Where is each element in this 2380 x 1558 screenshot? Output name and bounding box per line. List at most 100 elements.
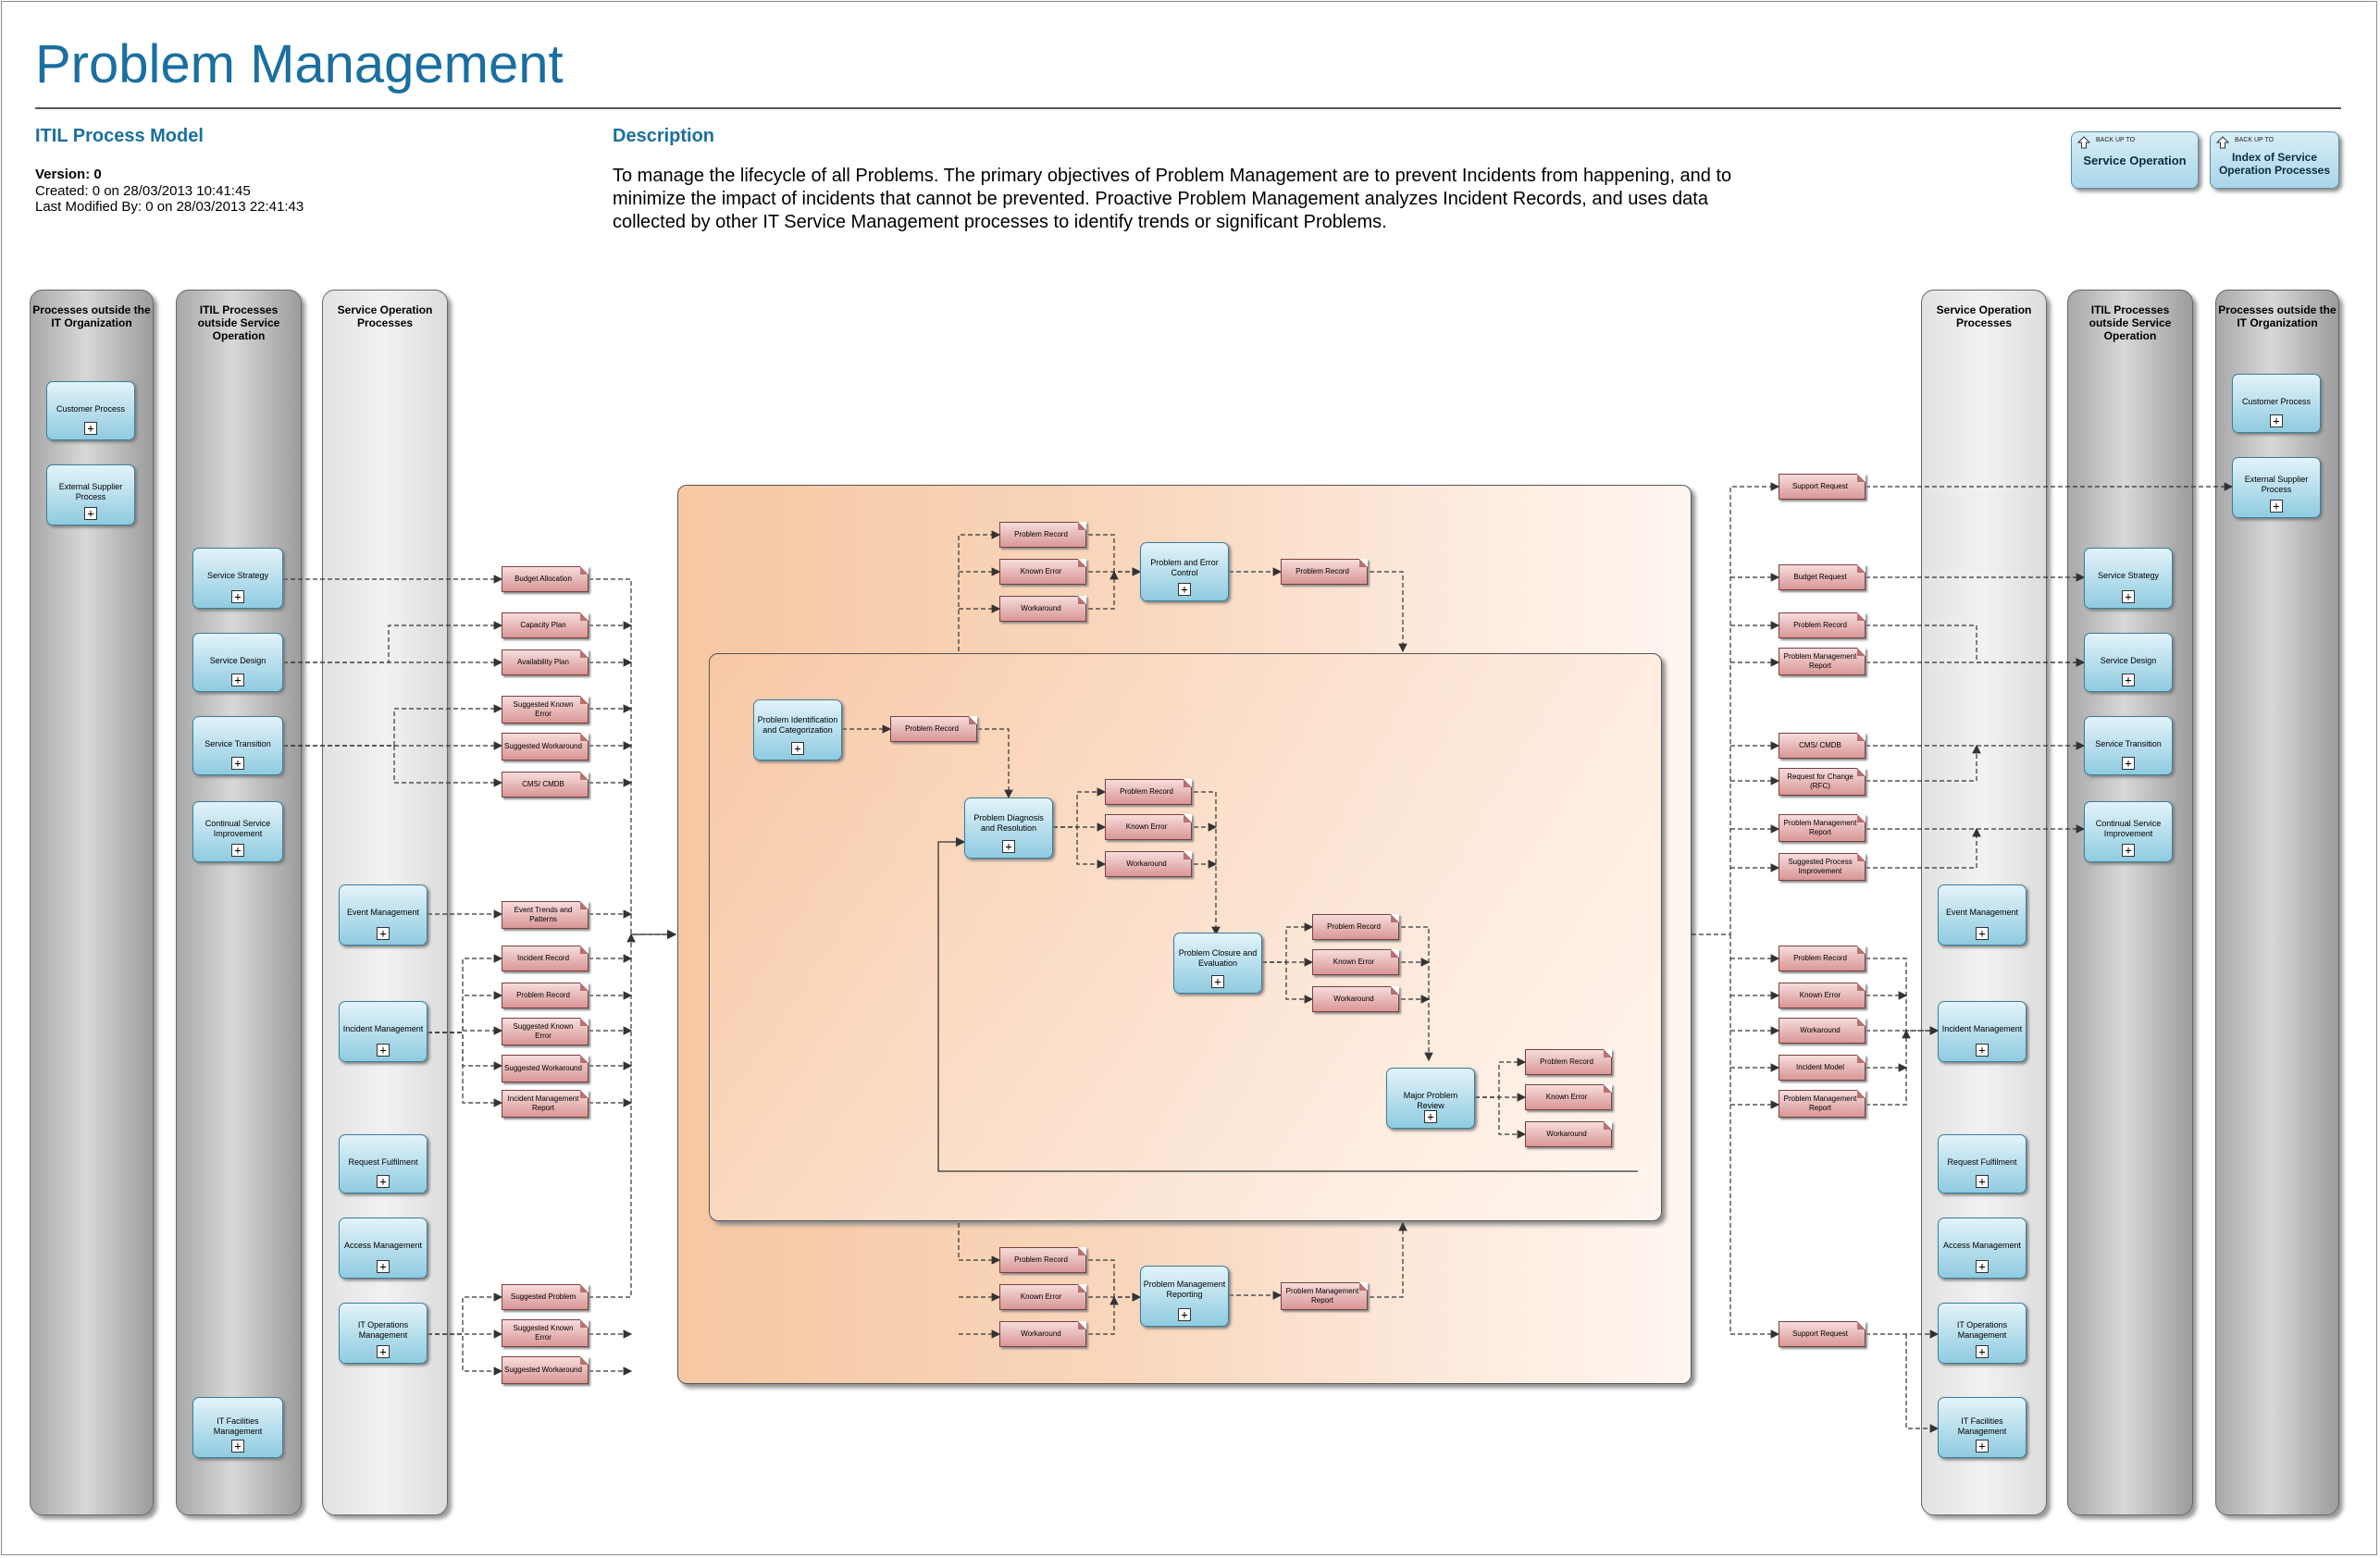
problem-record[interactable]: Problem Record xyxy=(1779,946,1866,971)
known-error-record[interactable]: Known Error xyxy=(1105,814,1192,840)
suggested-process-improvement-record[interactable]: Suggested Process Improvement xyxy=(1779,853,1866,881)
known-error-record[interactable]: Known Error xyxy=(999,1284,1086,1310)
workaround-record[interactable]: Workaround xyxy=(999,1321,1086,1347)
workaround-record[interactable]: Workaround xyxy=(999,596,1086,622)
continual-service-improvement-left[interactable]: Continual Service Improvement+ xyxy=(192,801,283,862)
expand-icon[interactable]: + xyxy=(377,927,390,940)
expand-icon[interactable]: + xyxy=(1976,1345,1989,1358)
suggested-workaround-record[interactable]: Suggested Workaround xyxy=(502,733,589,760)
incident-model-record[interactable]: Incident Model xyxy=(1779,1055,1866,1081)
suggested-known-error-record[interactable]: Suggested Known Error xyxy=(502,696,589,723)
incident-record[interactable]: Incident Record xyxy=(502,946,589,971)
expand-icon[interactable]: + xyxy=(1976,927,1989,940)
expand-icon[interactable]: + xyxy=(377,1260,390,1273)
expand-icon[interactable]: + xyxy=(1002,840,1015,853)
external-supplier-process-left[interactable]: External Supplier Process+ xyxy=(46,464,135,526)
expand-icon[interactable]: + xyxy=(791,742,804,755)
external-supplier-process-right[interactable]: External Supplier Process+ xyxy=(2232,457,2321,518)
expand-icon[interactable]: + xyxy=(231,674,244,686)
expand-icon[interactable]: + xyxy=(377,1044,390,1057)
problem-management-report-record[interactable]: Problem Management Report xyxy=(1281,1282,1368,1310)
expand-icon[interactable]: + xyxy=(1976,1175,1989,1188)
problem-identification-process[interactable]: Problem Identification and Categorizatio… xyxy=(753,699,842,760)
support-request-record[interactable]: Support Request xyxy=(1779,474,1866,500)
problem-record[interactable]: Problem Record xyxy=(999,522,1086,548)
problem-record[interactable]: Problem Record xyxy=(1105,779,1192,805)
problem-and-error-control-process[interactable]: Problem and Error Control+ xyxy=(1140,542,1229,601)
expand-icon[interactable]: + xyxy=(2270,414,2283,427)
incident-management-report-record[interactable]: Incident Management Report xyxy=(502,1090,589,1118)
incident-management-left[interactable]: Incident Management+ xyxy=(339,1001,428,1062)
support-request-record[interactable]: Support Request xyxy=(1779,1321,1866,1347)
event-management-left[interactable]: Event Management+ xyxy=(339,884,428,946)
service-strategy-right[interactable]: Service Strategy+ xyxy=(2084,548,2173,609)
customer-process-left[interactable]: Customer Process+ xyxy=(46,381,135,440)
workaround-record[interactable]: Workaround xyxy=(1312,986,1399,1012)
workaround-record[interactable]: Workaround xyxy=(1779,1018,1866,1044)
service-strategy-left[interactable]: Service Strategy+ xyxy=(192,548,283,609)
cms-cmdb-record[interactable]: CMS/ CMDB xyxy=(1779,733,1866,759)
expand-icon[interactable]: + xyxy=(377,1175,390,1188)
problem-record[interactable]: Problem Record xyxy=(502,983,589,1008)
budget-request-record[interactable]: Budget Request xyxy=(1779,564,1866,590)
expand-icon[interactable]: + xyxy=(84,422,97,435)
expand-icon[interactable]: + xyxy=(1976,1440,1989,1453)
problem-record[interactable]: Problem Record xyxy=(1779,612,1866,638)
service-transition-left[interactable]: Service Transition+ xyxy=(192,716,283,775)
capacity-plan-record[interactable]: Capacity Plan xyxy=(502,612,589,638)
problem-record[interactable]: Problem Record xyxy=(999,1247,1086,1273)
problem-record[interactable]: Problem Record xyxy=(1281,559,1368,585)
expand-icon[interactable]: + xyxy=(2122,757,2135,770)
expand-icon[interactable]: + xyxy=(231,757,244,770)
expand-icon[interactable]: + xyxy=(377,1345,390,1358)
expand-icon[interactable]: + xyxy=(2122,674,2135,686)
event-trends-record[interactable]: Event Trends and Patterns xyxy=(502,901,589,929)
expand-icon[interactable]: + xyxy=(1178,1308,1191,1321)
expand-icon[interactable]: + xyxy=(84,507,97,520)
incident-management-right[interactable]: Incident Management+ xyxy=(1938,1001,2027,1062)
availability-plan-record[interactable]: Availability Plan xyxy=(502,649,589,675)
rfc-record[interactable]: Request for Change (RFC) xyxy=(1779,768,1866,796)
suggested-known-error-record[interactable]: Suggested Known Error xyxy=(502,1319,589,1347)
problem-management-report-record[interactable]: Problem Management Report xyxy=(1779,814,1866,842)
major-problem-review-process[interactable]: Major Problem Review+ xyxy=(1386,1068,1475,1129)
expand-icon[interactable]: + xyxy=(1424,1110,1437,1123)
customer-process-right[interactable]: Customer Process+ xyxy=(2232,374,2321,433)
problem-management-reporting-process[interactable]: Problem Management Reporting+ xyxy=(1140,1266,1229,1327)
expand-icon[interactable]: + xyxy=(1178,583,1191,596)
request-fulfilment-left[interactable]: Request Fulfilment+ xyxy=(339,1134,428,1193)
expand-icon[interactable]: + xyxy=(1976,1044,1989,1057)
problem-diagnosis-process[interactable]: Problem Diagnosis and Resolution+ xyxy=(964,798,1053,859)
continual-service-improvement-right[interactable]: Continual Service Improvement+ xyxy=(2084,801,2173,862)
problem-management-report-record[interactable]: Problem Management Report xyxy=(1779,648,1866,675)
service-design-left[interactable]: Service Design+ xyxy=(192,633,283,692)
service-transition-right[interactable]: Service Transition+ xyxy=(2084,716,2173,775)
suggested-workaround-record[interactable]: Suggested Workaround xyxy=(502,1356,589,1384)
cms-cmdb-record[interactable]: CMS/ CMDB xyxy=(502,772,589,798)
back-to-service-operation-button[interactable]: BACK UP TO Service Operation xyxy=(2071,131,2199,189)
problem-record[interactable]: Problem Record xyxy=(1525,1049,1612,1075)
it-facilities-management-right[interactable]: IT Facilities Management+ xyxy=(1938,1397,2027,1458)
budget-allocation-record[interactable]: Budget Allocation xyxy=(502,566,589,592)
access-management-left[interactable]: Access Management+ xyxy=(339,1218,428,1279)
expand-icon[interactable]: + xyxy=(2122,590,2135,603)
known-error-record[interactable]: Known Error xyxy=(999,559,1086,585)
problem-closure-process[interactable]: Problem Closure and Evaluation+ xyxy=(1173,933,1262,994)
expand-icon[interactable]: + xyxy=(2270,500,2283,513)
expand-icon[interactable]: + xyxy=(231,590,244,603)
problem-record[interactable]: Problem Record xyxy=(1312,914,1399,940)
suggested-known-error-record[interactable]: Suggested Known Error xyxy=(502,1018,589,1045)
known-error-record[interactable]: Known Error xyxy=(1525,1084,1612,1110)
expand-icon[interactable]: + xyxy=(231,844,244,857)
known-error-record[interactable]: Known Error xyxy=(1312,949,1399,975)
suggested-workaround-record[interactable]: Suggested Workaround xyxy=(502,1055,589,1082)
it-facilities-management-left[interactable]: IT Facilities Management+ xyxy=(192,1397,283,1458)
expand-icon[interactable]: + xyxy=(1976,1260,1989,1273)
request-fulfilment-right[interactable]: Request Fulfilment+ xyxy=(1938,1134,2027,1193)
expand-icon[interactable]: + xyxy=(231,1440,244,1453)
event-management-right[interactable]: Event Management+ xyxy=(1938,884,2027,946)
suggested-problem-record[interactable]: Suggested Problem xyxy=(502,1284,589,1310)
problem-management-report-record[interactable]: Problem Management Report xyxy=(1779,1090,1866,1118)
expand-icon[interactable]: + xyxy=(2122,844,2135,857)
workaround-record[interactable]: Workaround xyxy=(1105,851,1192,877)
